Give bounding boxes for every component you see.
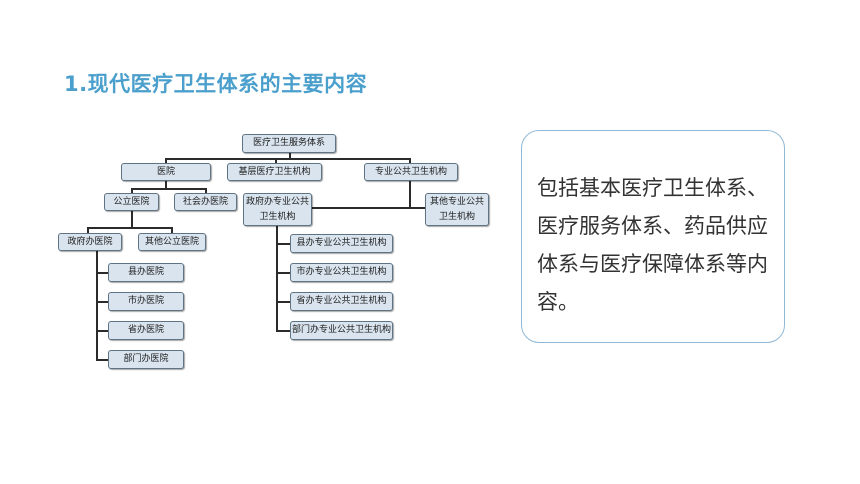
node-gov-public-health: 政府办专业公共卫生机构 xyxy=(243,193,312,226)
connector-to-social-hospital xyxy=(205,188,207,194)
connector-to-other-public-hospital xyxy=(171,227,173,233)
summary-text: 包括基本医疗卫生体系、医疗服务体系、药品供应体系与医疗保障体系等内容。 xyxy=(537,176,768,314)
node-county-public-health: 县办专业公共卫生机构 xyxy=(290,234,393,253)
node-public-hospital: 公立医院 xyxy=(104,193,159,211)
node-other-public-hospital: 其他公立医院 xyxy=(138,233,206,251)
connector-to-department-public-health xyxy=(276,330,290,332)
connector-to-city-hospital xyxy=(96,301,108,303)
connector-hospital-down xyxy=(165,181,167,189)
connector-public-health-down xyxy=(409,181,411,209)
node-city-public-health: 市办专业公共卫生机构 xyxy=(290,263,393,282)
summary-box: 包括基本医疗卫生体系、医疗服务体系、药品供应体系与医疗保障体系等内容。 xyxy=(521,130,785,343)
node-county-hospital: 县办医院 xyxy=(108,263,184,282)
node-gov-hospital: 政府办医院 xyxy=(58,233,122,251)
connector-level1-bar xyxy=(165,158,411,160)
connector-to-province-public-health xyxy=(276,301,290,303)
connector-to-primary-care xyxy=(275,158,277,164)
connector-hospital-bar xyxy=(131,188,207,190)
node-department-public-health: 部门办专业公共卫生机构 xyxy=(290,321,393,340)
node-primary-care: 基层医疗卫生机构 xyxy=(227,163,322,181)
node-department-hospital: 部门办医院 xyxy=(108,350,184,369)
node-city-hospital: 市办医院 xyxy=(108,292,184,311)
node-province-hospital: 省办医院 xyxy=(108,321,184,340)
connector-public-hospital-down xyxy=(131,211,133,228)
node-root-health-service-system: 医疗卫生服务体系 xyxy=(242,134,336,153)
connector-to-city-public-health xyxy=(276,272,290,274)
connector-to-hospital xyxy=(165,158,167,164)
connector-to-county-public-health xyxy=(276,243,290,245)
connector-public-hospital-bar xyxy=(87,227,173,229)
node-province-public-health: 省办专业公共卫生机构 xyxy=(290,292,393,311)
connector-to-public-hospital xyxy=(131,188,133,194)
node-hospital: 医院 xyxy=(121,163,211,181)
connector-public-health-bar xyxy=(312,207,425,209)
connector-to-county-hospital xyxy=(96,272,108,274)
connector-to-department-hospital xyxy=(96,359,108,361)
connector-gov-public-health-trunk xyxy=(276,226,278,331)
connector-to-province-hospital xyxy=(96,330,108,332)
node-public-health: 专业公共卫生机构 xyxy=(364,163,458,181)
connector-to-gov-hospital xyxy=(87,227,89,233)
slide-title: 1.现代医疗卫生体系的主要内容 xyxy=(64,72,368,96)
node-other-public-health: 其他专业公共卫生机构 xyxy=(425,193,489,226)
connector-root-down xyxy=(289,153,291,159)
node-social-hospital: 社会办医院 xyxy=(174,193,237,211)
connector-gov-hospital-trunk xyxy=(96,251,98,361)
connector-to-public-health xyxy=(409,158,411,164)
